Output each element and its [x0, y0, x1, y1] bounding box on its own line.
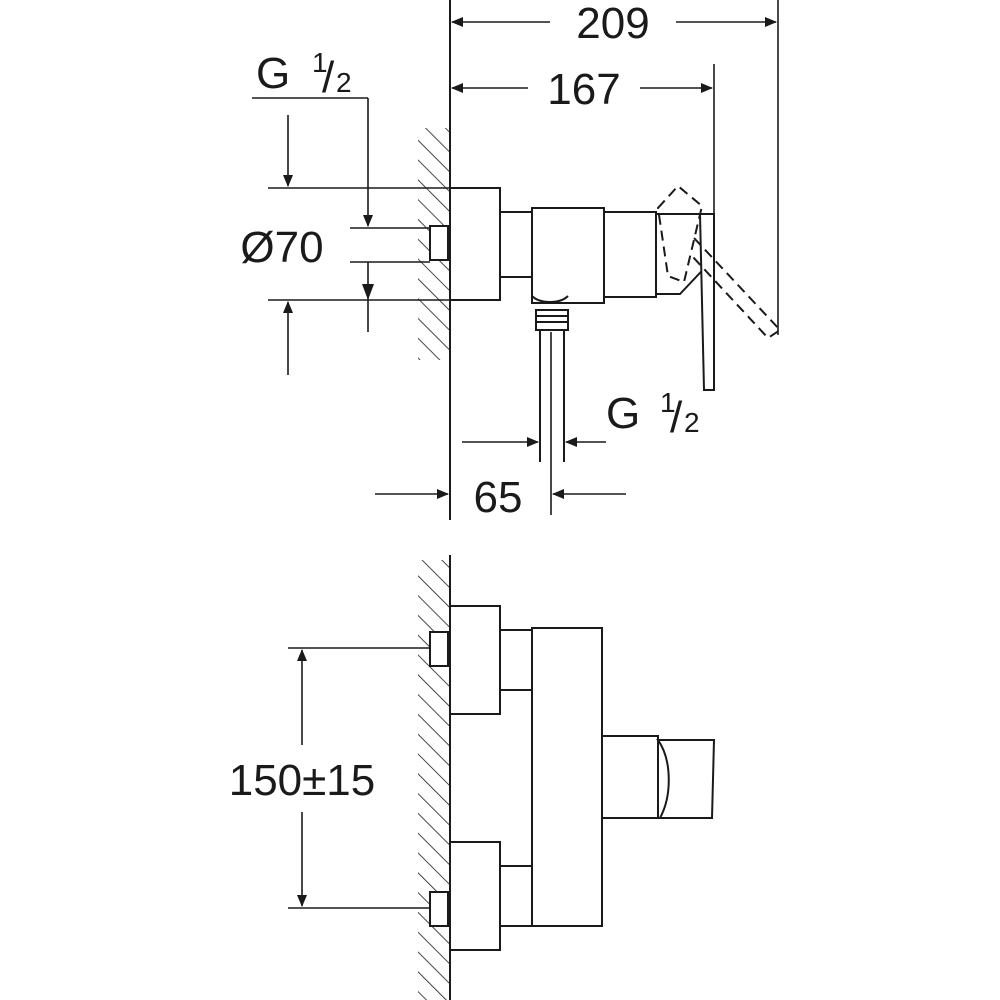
lever-handle-top — [698, 213, 715, 391]
rosette-lower — [449, 841, 501, 951]
dim-65-label: 65 — [474, 473, 523, 522]
cartridge-front — [601, 735, 659, 819]
inlet-fitting-top — [429, 225, 449, 261]
inlet-thread-prefix: G — [256, 49, 290, 98]
side-view-dimensions — [252, 0, 779, 515]
rosette-upper — [449, 605, 501, 715]
outlet-thread-den: 2 — [684, 407, 700, 438]
inlet-thread-slash: / — [322, 53, 335, 102]
dim-150-label: 150±15 — [229, 756, 376, 805]
inlet-thread-label: G 1 / 2 — [256, 47, 352, 102]
connector-top — [499, 211, 533, 278]
front-view — [418, 555, 716, 1000]
inlet-fitting-upper — [429, 631, 449, 667]
inlet-thread-num: 1 — [312, 47, 328, 78]
lever-alt-position — [656, 184, 782, 340]
inlet-thread-den: 2 — [336, 67, 352, 98]
outlet-nut-top — [535, 309, 569, 331]
outlet-thread-label: G 1 / 2 — [606, 387, 700, 442]
body-top — [531, 207, 605, 304]
connector-upper — [499, 629, 533, 691]
outlet-thread-num: 1 — [660, 387, 676, 418]
outlet-thread-prefix: G — [606, 389, 640, 438]
lever-front — [656, 739, 716, 819]
front-view-dimensions — [288, 647, 430, 909]
connector-lower — [499, 865, 533, 927]
dim-70-label: Ø70 — [240, 223, 323, 272]
rosette-top — [449, 187, 501, 301]
dim-209-label: 209 — [576, 0, 649, 48]
side-view — [418, 0, 782, 520]
cartridge-housing-top — [603, 211, 657, 298]
outlet-thread-slash: / — [670, 393, 683, 442]
wall-hatch-bottom — [418, 560, 450, 1000]
dim-167-label: 167 — [547, 65, 620, 114]
body-front — [531, 627, 603, 927]
inlet-fitting-lower — [429, 891, 449, 927]
